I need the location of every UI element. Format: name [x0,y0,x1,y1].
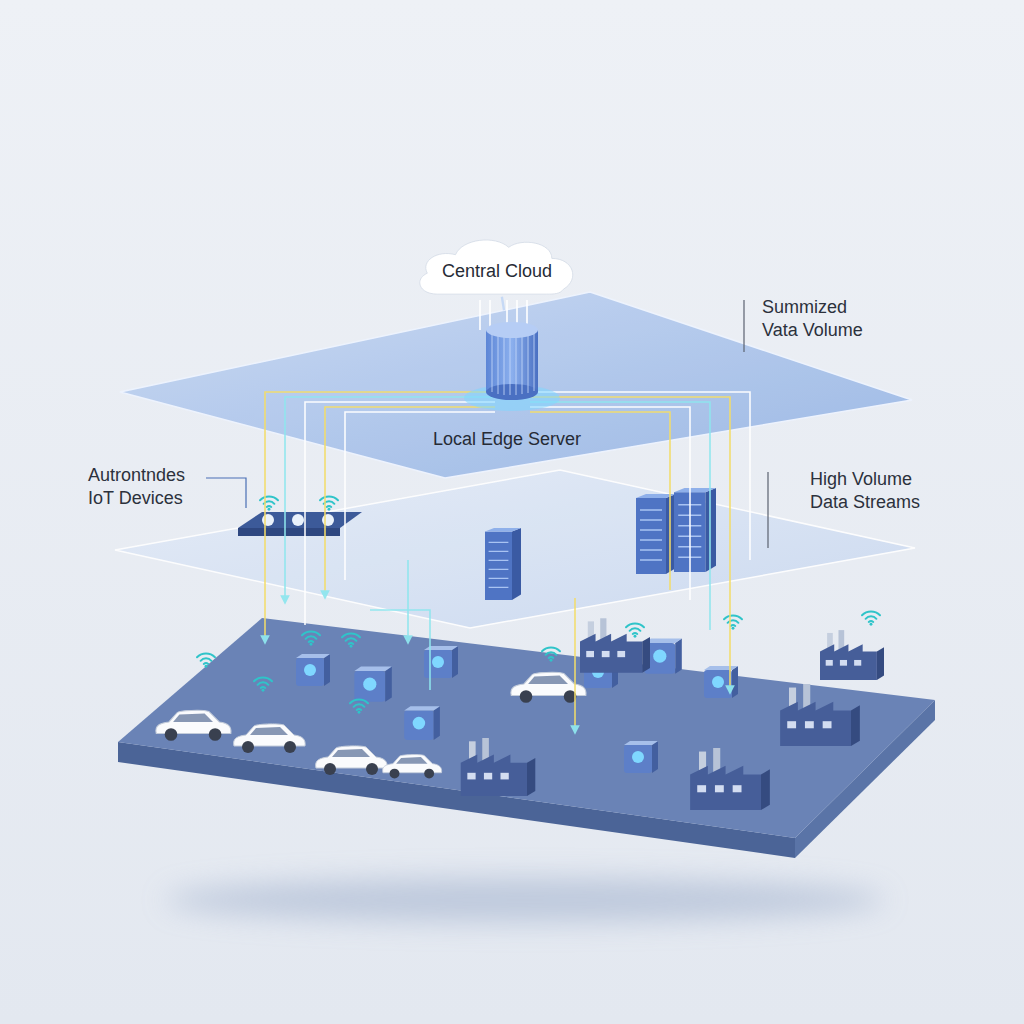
middle-plane [115,470,915,628]
leader-line [743,300,744,352]
machine-icon [424,646,458,678]
stream-line [530,397,730,690]
label-holder: Summized Vata Volume [762,296,878,343]
callout-label: Autrontndes IoT Devices [88,464,206,511]
iot-device [292,514,304,526]
factory-icon [461,738,536,796]
wifi-icon [350,699,368,713]
wifi-icon [724,615,742,629]
wifi-icon [197,653,215,667]
data-stream-lines [265,392,750,730]
machine-icon [644,639,681,674]
leader-line [767,472,768,548]
car-icon [234,724,306,753]
stream-line [530,402,710,630]
tray-top [238,512,362,528]
stream-line [574,598,576,730]
iot-device-tray [238,496,362,536]
factory-icon [580,618,650,672]
car-icon [316,746,388,775]
node-label: Local Edge Server [433,429,581,451]
iot-device [262,514,274,526]
callout-label: High Volume Data Streams [810,468,940,515]
cloud-node: Central Cloud [414,235,580,297]
plane-shape [120,292,912,478]
wifi-icon [342,633,360,647]
stream-line [325,407,495,595]
stream-line [305,402,495,625]
factory-icon [820,630,884,680]
stream-line [530,392,750,560]
cylinder-body [486,330,538,392]
stream-line [530,412,670,590]
machine-icon [624,741,658,773]
wifi-icon [542,647,560,661]
machine-icon [404,706,440,740]
stream-line [285,397,495,600]
stream-line [345,412,495,580]
callout-label: Summized Vata Volume [762,296,878,343]
server-glow [464,385,560,411]
stream-line [265,392,495,640]
factory-icon [780,684,860,746]
server-tower [485,528,521,600]
leader-line [206,478,246,508]
node-label: Central Cloud [442,261,552,283]
floor-shadow [165,878,885,922]
uplink-connector [502,297,504,310]
iot-device [322,514,334,526]
wifi-icon [320,496,338,510]
stream-line [370,610,430,690]
slab-top [118,618,935,838]
wifi-icon [862,611,880,625]
cylinder-stripes [492,332,534,395]
cylinder-top [486,322,538,338]
car-icon [383,755,442,779]
cloud-shape [420,240,573,294]
car-icon [156,710,231,741]
stream-line [530,407,690,600]
machine-icon [704,666,738,698]
wifi-icon [260,496,278,510]
wifi-icon [254,677,272,691]
wifi-icon [302,631,320,645]
label-holder: High Volume Data Streams [810,468,940,515]
stream-line [407,560,409,640]
factory-icon [690,748,770,810]
machine-icon [296,654,330,686]
wifi-icon [626,623,644,637]
cylinder-base [486,384,538,400]
machine-icon [354,667,391,702]
label-holder: Autrontndes IoT Devices [88,464,206,511]
